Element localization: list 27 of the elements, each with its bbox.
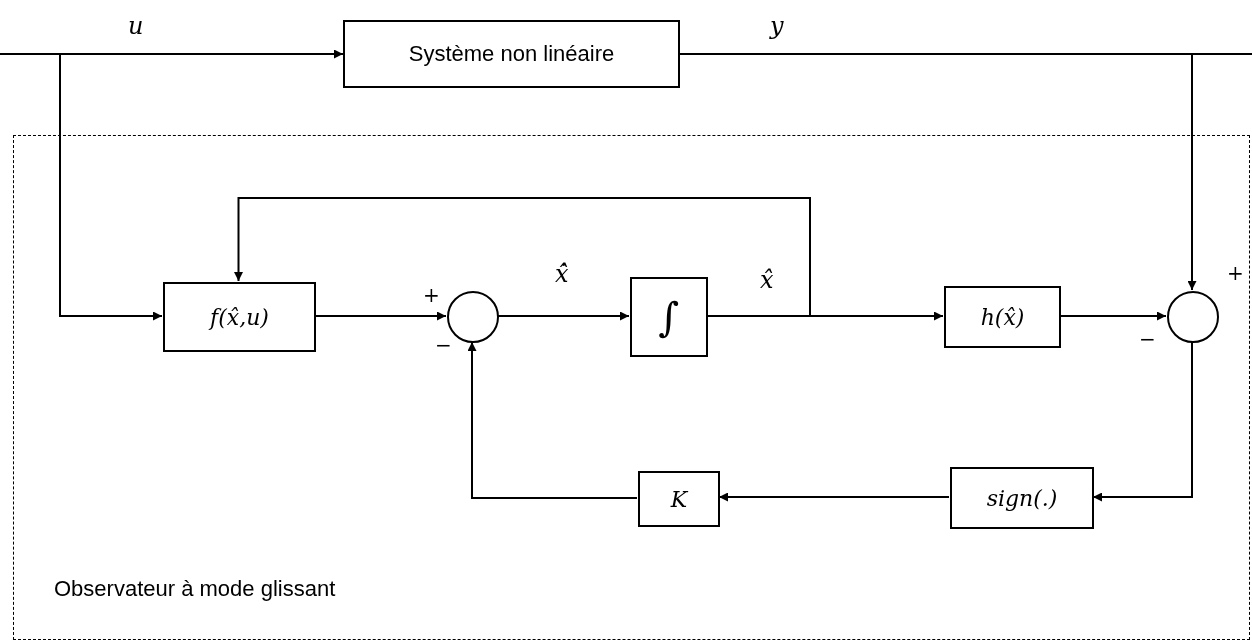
block-box (950, 467, 1094, 529)
block-label: ∫ (658, 294, 680, 340)
group-title: Observateur à mode glissant (54, 576, 336, 602)
block-box (944, 286, 1061, 348)
block-label: K (670, 486, 688, 512)
edge-label: x̂̇ (555, 262, 569, 286)
connector-arrow (234, 197, 811, 317)
connector-arrow (467, 341, 638, 499)
sign-label: + (423, 285, 440, 305)
edge-label: x̂ (760, 268, 774, 292)
edge-label: y (770, 14, 784, 38)
edge-label: u (128, 14, 144, 38)
block-label: Système non linéaire (408, 41, 615, 67)
connector-arrow (497, 311, 630, 321)
block-label: f(x̂,u) (210, 304, 269, 330)
block-box (638, 471, 720, 527)
connector-arrow (0, 49, 344, 59)
block-box (163, 282, 316, 352)
dashed-group-box (13, 135, 1250, 640)
sign-label: + (1227, 263, 1244, 283)
block-label: sign(.) (986, 485, 1058, 511)
sign-label: − (435, 335, 452, 355)
connector-arrow (59, 53, 163, 321)
block-label: h(x̂) (980, 304, 1025, 330)
block-box (630, 277, 708, 357)
block-box (343, 20, 680, 88)
sign-label: − (1139, 329, 1156, 349)
